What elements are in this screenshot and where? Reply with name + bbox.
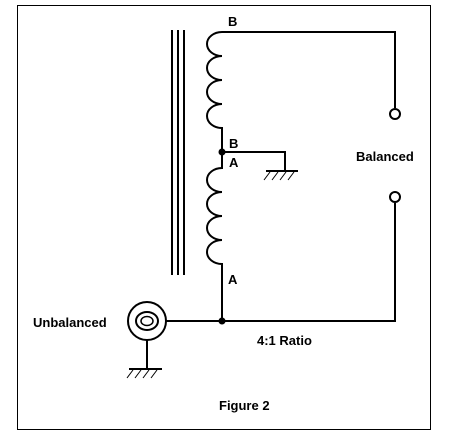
label-unbalanced: Unbalanced [33,315,107,330]
figure-frame [17,5,431,430]
upper-winding [206,31,223,152]
lower-winding [206,152,223,275]
center-tap-wire [222,151,286,170]
transformer-core [171,30,185,275]
balanced-terminal-bottom[interactable] [389,191,401,203]
feed-line [165,203,396,322]
label-mid-b: B [229,136,238,151]
top-balanced-wire [222,31,396,108]
label-top-b: B [228,14,237,29]
center-tap-ground-icon [263,170,298,181]
coax-connector-icon [127,301,167,341]
label-bottom-a: A [228,272,238,287]
feed-junction [218,317,226,325]
label-balanced: Balanced [356,149,414,164]
balanced-terminal-top[interactable] [389,108,401,120]
label-mid-a: A [229,155,239,170]
label-ratio: 4:1 Ratio [257,333,312,348]
figure-caption: Figure 2 [219,398,270,413]
coax-ground-icon [126,368,162,379]
